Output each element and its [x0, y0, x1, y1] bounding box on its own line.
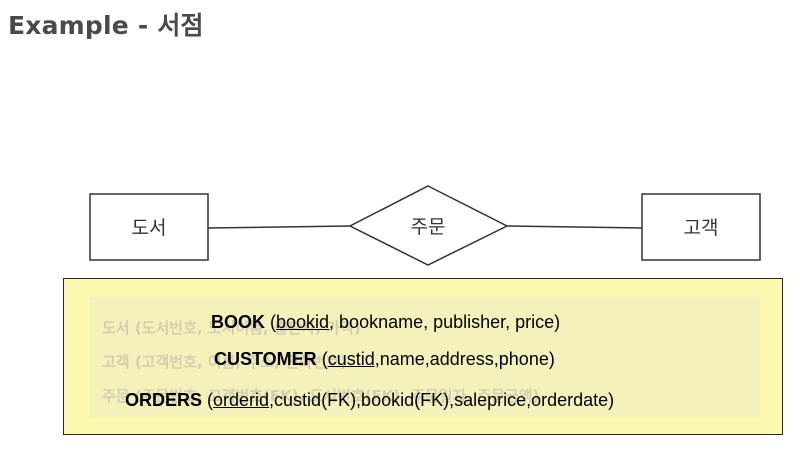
connector-order-customer	[506, 225, 643, 229]
ghost-line: 고객 (고객번호, 이름, 주소, 전화번호)	[102, 353, 347, 371]
entity-book	[89, 193, 209, 261]
relation-orders: ORDERS (orderid,custid(FK),bookid(FK),sa…	[125, 390, 614, 411]
relation-name: BOOK	[211, 312, 265, 332]
primary-key: custid	[327, 349, 375, 369]
relationship-order-label: 주문	[411, 216, 446, 238]
relation-open: (	[316, 349, 328, 369]
relational-schema-note: 도서 (도서번호, 도서이름, 출판사, 가격) 고객 (고객번호, 이름, 주…	[63, 278, 783, 435]
relation-name: ORDERS	[125, 390, 203, 410]
relation-book: BOOK (bookid, bookname, publisher, price…	[211, 312, 560, 333]
page-title: Example - 서점	[8, 11, 204, 40]
primary-key: bookid	[276, 312, 330, 332]
relation-name: CUSTOMER	[214, 349, 317, 369]
primary-key: orderid	[213, 390, 270, 410]
ghost-line: 주문 (주문번호, 고객번호(FK), 도서번호(FK), 주문일자, 주문금액…	[102, 387, 540, 405]
ghost-background	[90, 297, 760, 417]
connector-book-order	[207, 225, 351, 229]
ghost-line: 도서 (도서번호, 도서이름, 출판사, 가격)	[102, 319, 361, 337]
entity-book-label: 도서	[132, 217, 167, 239]
entity-customer	[641, 193, 761, 261]
relation-attributes: ,custid(FK),bookid(FK),saleprice,orderda…	[269, 390, 615, 410]
relation-open: (	[265, 312, 276, 332]
relation-open: (	[202, 390, 214, 410]
relation-attributes: ,name,address,phone)	[374, 349, 555, 369]
relation-customer: CUSTOMER (custid,name,address,phone)	[214, 349, 555, 370]
entity-customer-label: 고객	[684, 217, 719, 239]
relation-attributes: , bookname, publisher, price)	[329, 312, 561, 332]
relationship-order	[348, 185, 509, 266]
